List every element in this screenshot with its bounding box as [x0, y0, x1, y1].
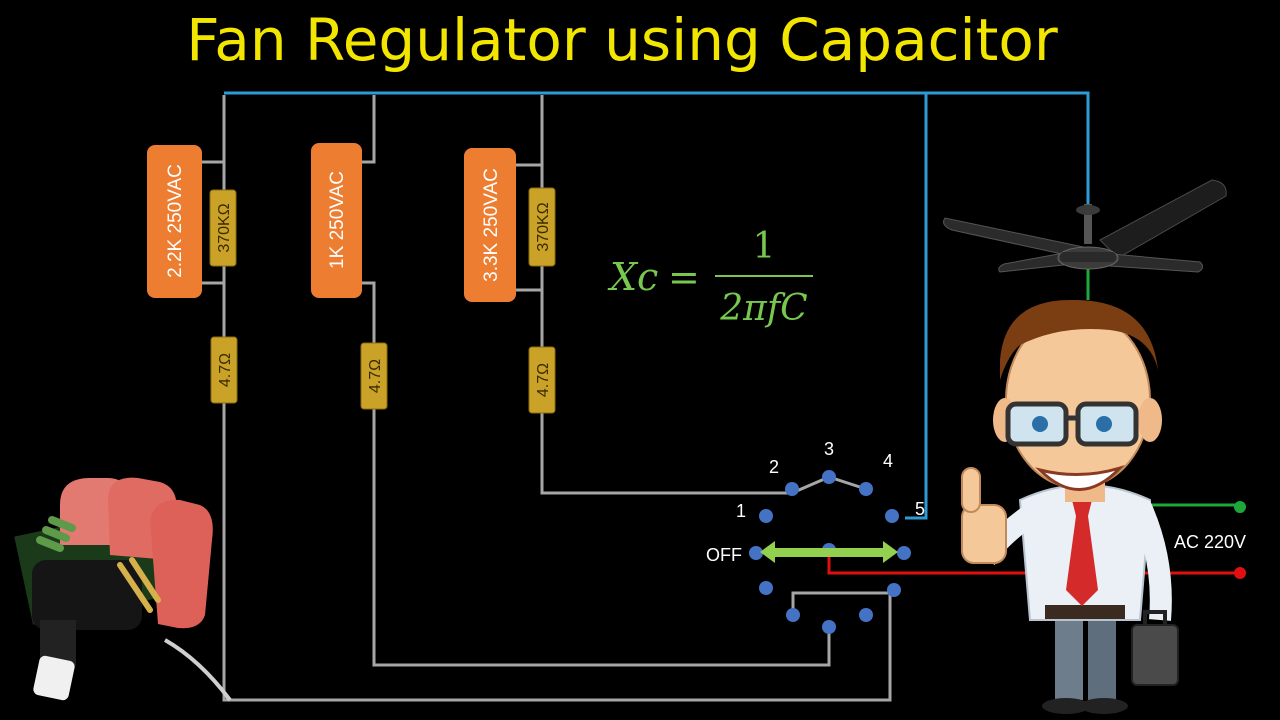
bleeder-resistor-2-label: 370KΩ: [535, 202, 552, 251]
series-resistor-3: 4.7Ω: [528, 346, 556, 414]
switch-position-4: 4: [883, 451, 893, 471]
switch-contact-lower-right: [887, 583, 901, 597]
switch-contact-1: [759, 509, 773, 523]
supply-terminal-green: [1234, 501, 1246, 513]
formula-equals: =: [668, 255, 700, 299]
switch-contact-4: [859, 482, 873, 496]
bleeder-resistor-2: 370KΩ: [528, 187, 556, 267]
switch-contact-off: [749, 546, 763, 560]
capacitor-2-label: 1K 250VAC: [327, 171, 348, 269]
switch-contact-bottom: [822, 620, 836, 634]
switch-contact-right: [897, 546, 911, 560]
capacitor-1: 2.2K 250VAC: [147, 145, 202, 298]
reactance-formula: Xc = 1 2πfC: [607, 226, 813, 329]
formula-lhs: Xc: [607, 255, 658, 299]
switch-contact-5: [885, 509, 899, 523]
series-resistor-1: 4.7Ω: [210, 336, 238, 404]
series-resistor-2: 4.7Ω: [360, 342, 388, 410]
switch-contact-lower-left: [759, 581, 773, 595]
businessman-thumbs-up-icon: [961, 299, 1179, 714]
formula-denominator: 2πfC: [719, 288, 807, 329]
switch-position-2: 2: [769, 457, 779, 477]
switch-off-label: OFF: [706, 545, 742, 565]
switch-wiper-arrow: [760, 541, 898, 563]
capacitor-2: 1K 250VAC: [311, 143, 362, 298]
rotary-regulator-photo-icon: [14, 477, 232, 702]
supply-label: AC 220V: [1174, 532, 1246, 552]
switch-contact-3: [822, 470, 836, 484]
blue-wire: [224, 91, 1090, 520]
formula-numerator: 1: [753, 226, 776, 267]
capacitor-3: 3.3K 250VAC: [464, 148, 516, 302]
switch-position-1: 1: [736, 501, 746, 521]
ceiling-fan-icon: [943, 179, 1227, 273]
series-resistor-3-label: 4.7Ω: [535, 363, 552, 397]
page-title: Fan Regulator using Capacitor: [186, 6, 1058, 74]
bleeder-resistor-1-label: 370KΩ: [216, 203, 233, 252]
bleeder-resistor-1: 370KΩ: [209, 189, 237, 267]
series-resistor-2-label: 4.7Ω: [367, 359, 384, 393]
capacitor-1-label: 2.2K 250VAC: [165, 164, 186, 278]
switch-contact-bottom-right: [859, 608, 873, 622]
series-resistor-1-label: 4.7Ω: [217, 353, 234, 387]
rotary-switch: 1 2 3 4 5 OFF: [706, 439, 925, 634]
switch-contact-2: [785, 482, 799, 496]
switch-position-3: 3: [824, 439, 834, 459]
switch-position-5: 5: [915, 499, 925, 519]
supply-terminal-red: [1234, 567, 1246, 579]
switch-contact-bottom-left: [786, 608, 800, 622]
capacitor-3-label: 3.3K 250VAC: [481, 168, 502, 282]
